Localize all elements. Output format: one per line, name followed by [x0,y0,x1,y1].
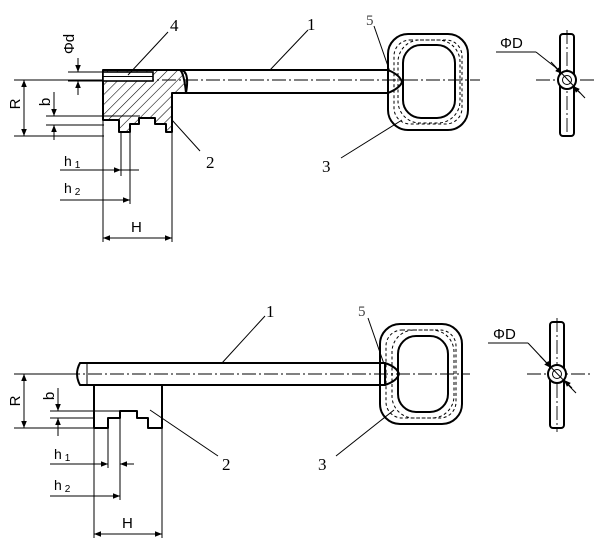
bottom-bit [93,384,163,429]
bottom-part-2-label: 2 [222,455,231,474]
top-radius-label: R [7,98,24,109]
top-leaders: 4 1 2 5 3 [127,13,403,176]
bottom-width-b-label: b [41,392,58,400]
bottom-bit-height-label: H [122,515,133,532]
bottom-leaders: 1 2 5 3 [149,302,395,474]
top-bore-diameter-label: Φd [61,34,78,54]
top-part-5-label: 5 [366,13,374,29]
bottom-diameter-D-label: ΦD [493,326,516,343]
top-width-b-label: b [37,98,54,106]
top-part-4-label: 4 [170,16,179,35]
bottom-part-1-label: 1 [266,302,275,321]
top-part-2-label: 2 [206,153,215,172]
top-part-3-label: 3 [322,157,331,176]
bottom-side-view: ΦD [488,318,590,432]
bottom-part-3-label: 3 [318,455,327,474]
bottom-part-5-label: 5 [358,304,366,320]
top-bow [387,33,469,131]
bottom-bow [379,323,463,425]
top-collar [387,69,403,94]
top-part-1-label: 1 [307,15,316,34]
bottom-radius-label: R [7,395,24,406]
top-bit-height-label: H [131,219,142,236]
top-diameter-D-label: ΦD [500,35,523,52]
top-shank [179,69,389,94]
top-side-view: ΦD [496,30,596,140]
